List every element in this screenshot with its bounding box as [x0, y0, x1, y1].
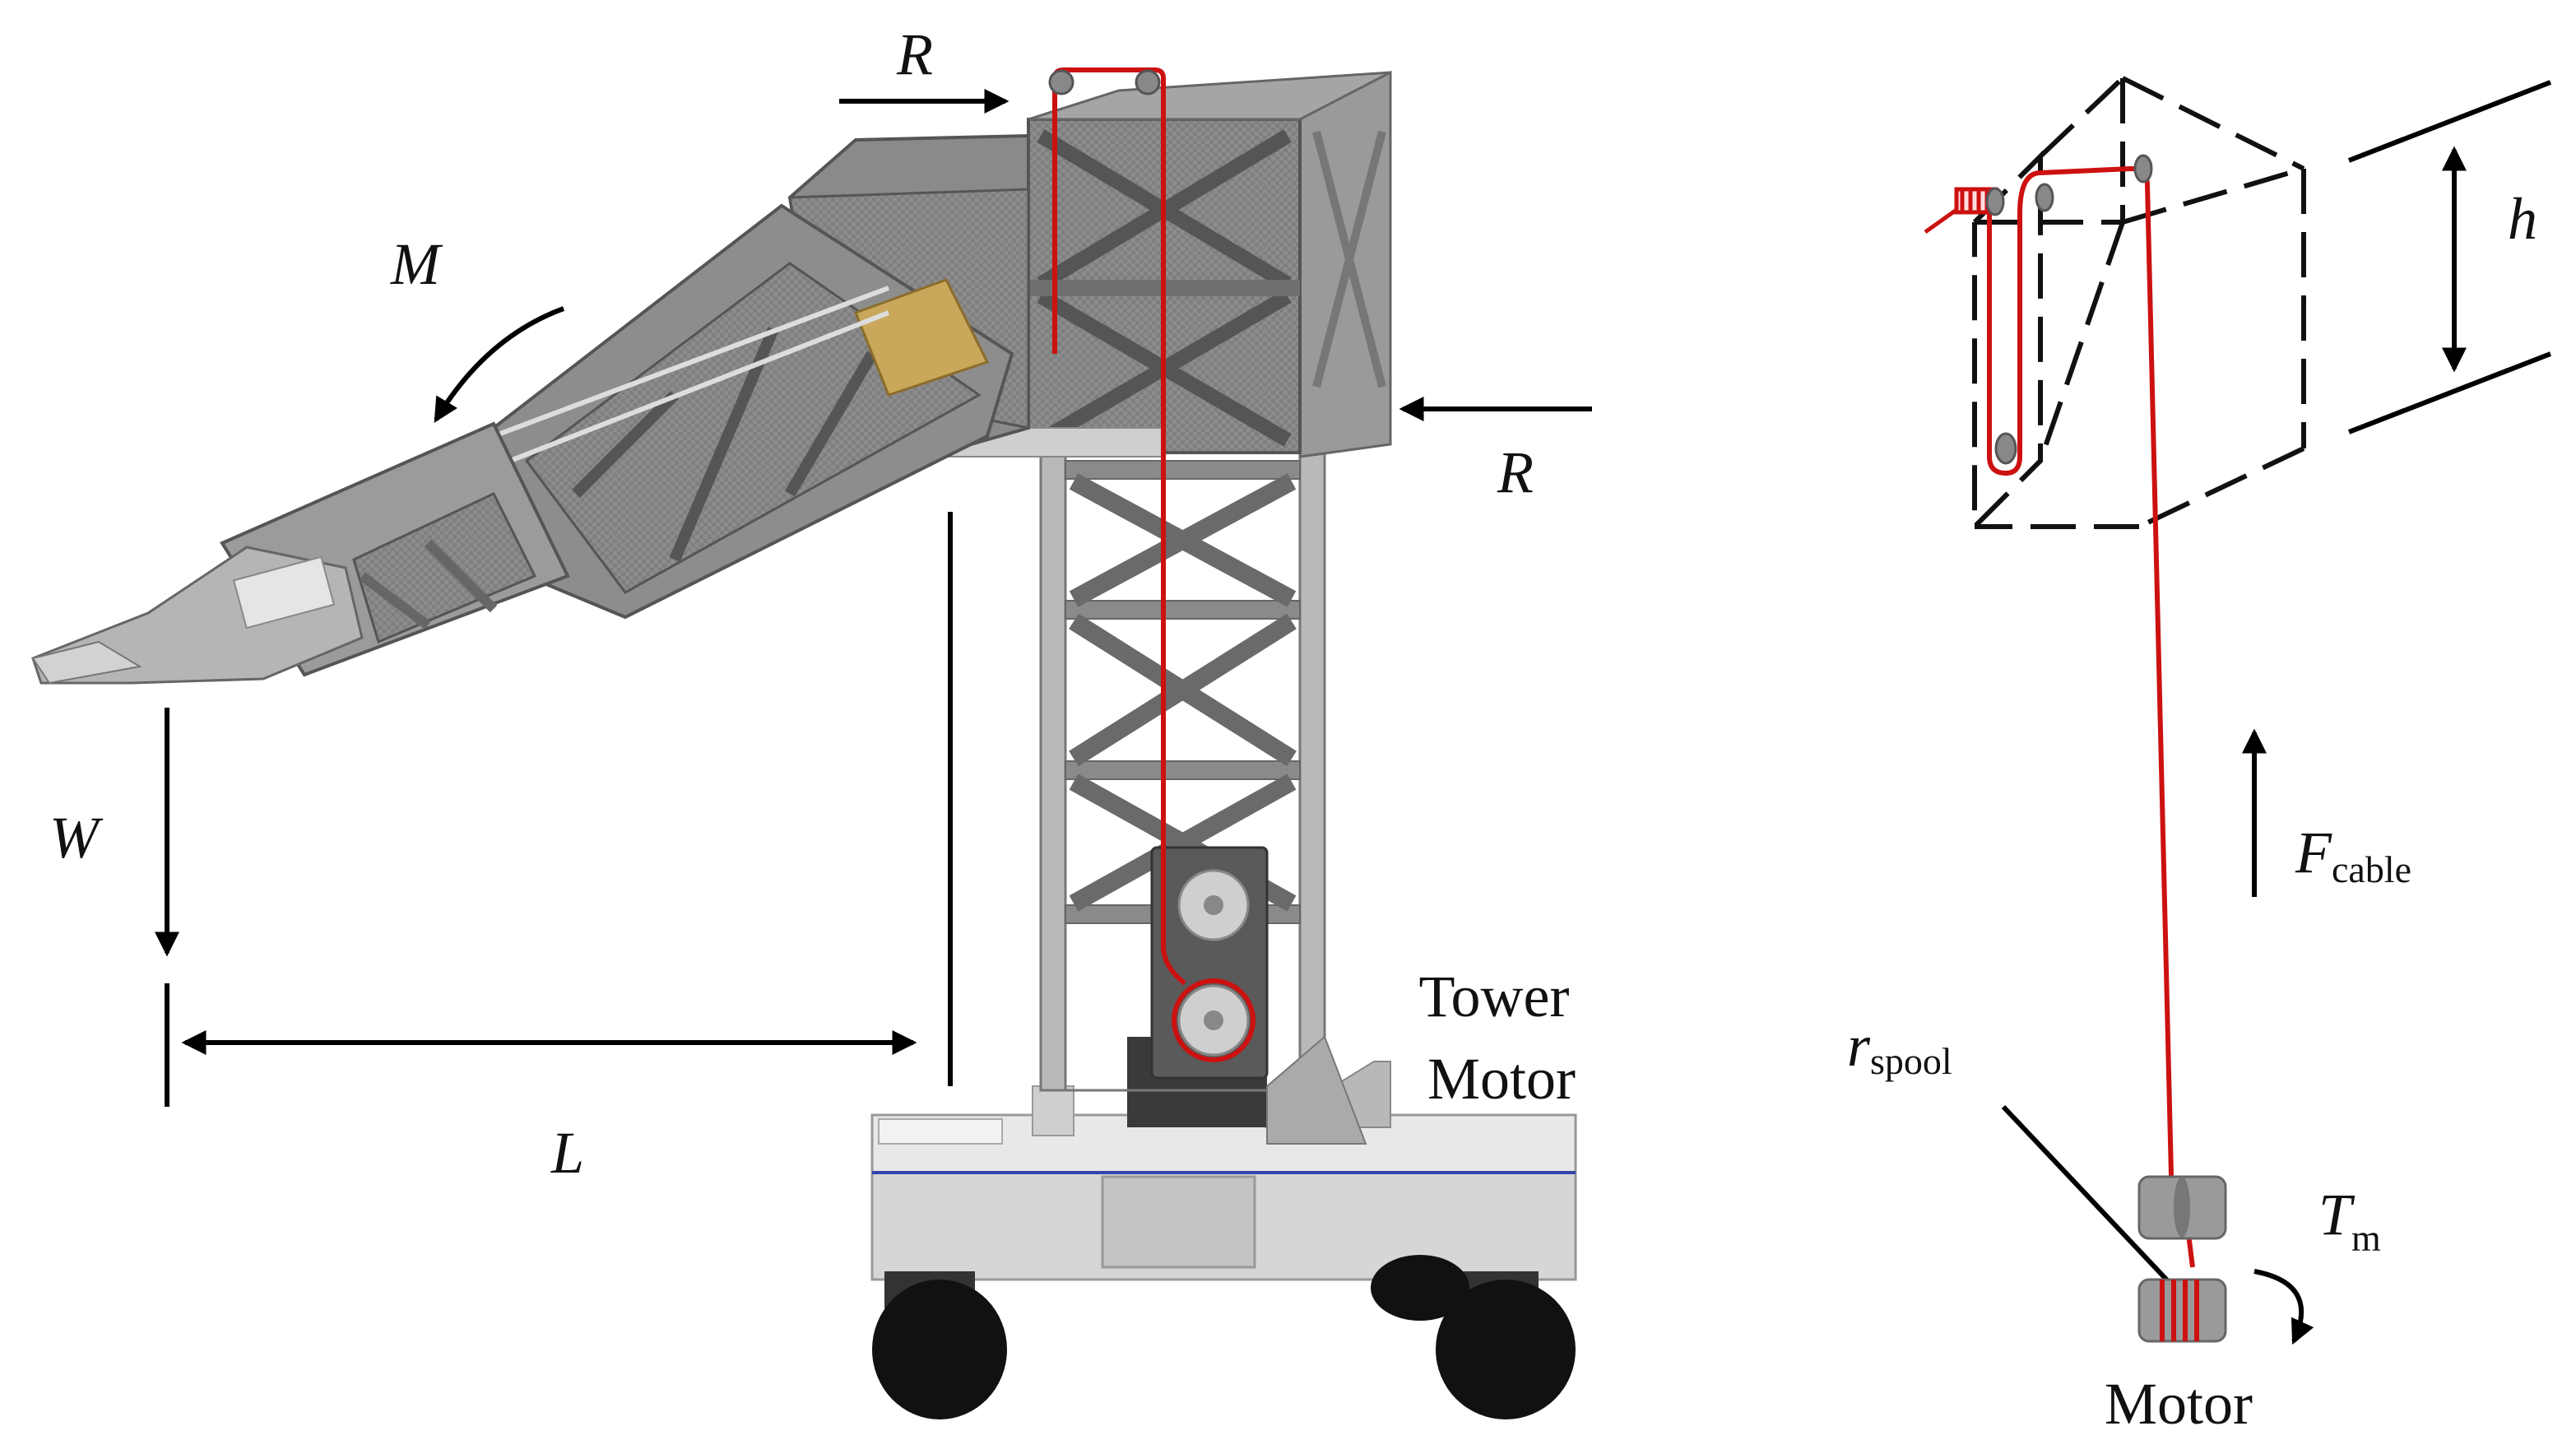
label-r-sub: spool: [1870, 1040, 1952, 1082]
mobile-base: [870, 1037, 1577, 1281]
motor-spools: [2137, 1175, 2227, 1343]
label-F: F: [2295, 820, 2332, 885]
front-left-wheel: [872, 1280, 1007, 1419]
moment-arrow-M: [434, 306, 565, 423]
tower-truss: [1039, 447, 1367, 1145]
label-motor: Motor: [2105, 1371, 2253, 1437]
label-W: W: [49, 805, 104, 871]
pulleys: [1985, 154, 2153, 465]
label-r-spool: rspool: [1847, 1013, 1952, 1082]
schematic-cable: [1987, 165, 2195, 1268]
cable-schematic: h Fcable rspool Tm Motor: [1847, 76, 2552, 1437]
label-h: h: [2508, 186, 2537, 252]
label-T-sub: m: [2351, 1217, 2381, 1259]
label-tower-motor-line1: Tower: [1419, 964, 1570, 1029]
spring-icon: [1924, 187, 1998, 235]
label-R-right: R: [1497, 439, 1534, 505]
label-T-m: Tm: [2318, 1182, 2381, 1259]
label-M: M: [390, 231, 443, 297]
h-ref-bottom: [2347, 351, 2552, 434]
label-tower-motor: Tower Motor: [1419, 964, 1585, 1112]
robot-illustration: R R M W L Tower Motor: [31, 21, 1592, 1419]
label-T: T: [2318, 1182, 2356, 1247]
h-ref-top: [2347, 80, 2552, 163]
annotations-left: R R M W L Tower Motor: [49, 21, 1592, 1186]
wheels: [872, 1255, 1576, 1419]
label-tower-motor-line2: Motor: [1427, 1046, 1576, 1112]
robot-arm: [31, 133, 1030, 685]
label-L: L: [550, 1120, 584, 1186]
spool-radius-line: [2001, 1104, 2173, 1286]
label-F-sub: cable: [2332, 848, 2411, 890]
front-right-wheel: [1436, 1280, 1576, 1419]
label-R-top: R: [896, 21, 933, 87]
torque-arrow-Tm: [2253, 1269, 2314, 1345]
dashed-cube: [1972, 76, 2306, 533]
tower-cable: [1048, 67, 1256, 1062]
label-r: r: [1847, 1013, 1871, 1079]
label-F-cable: Fcable: [2295, 820, 2411, 890]
